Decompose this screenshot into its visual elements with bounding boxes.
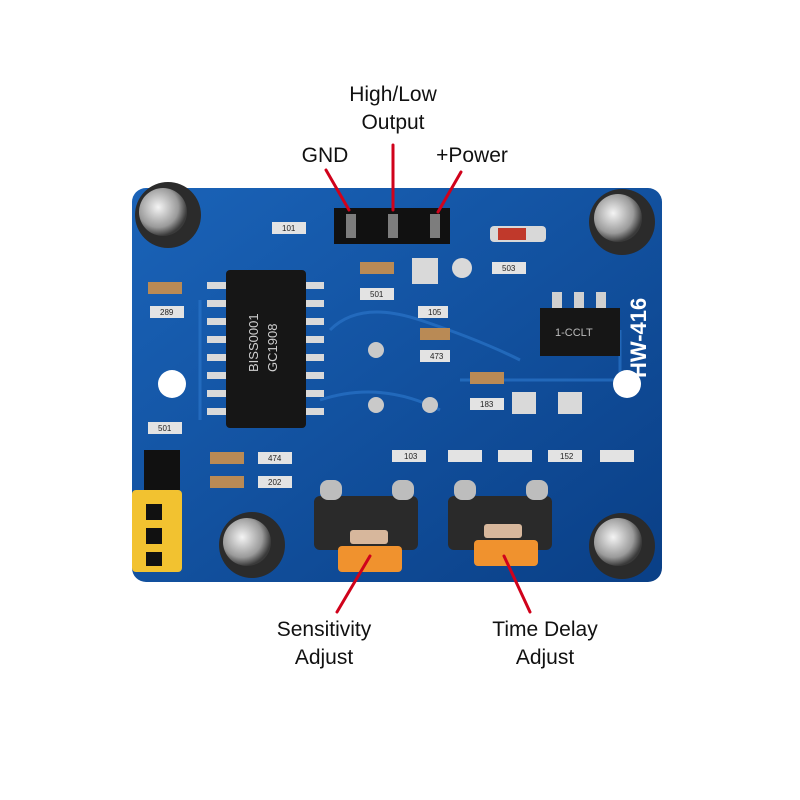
svg-text:503: 503 — [502, 264, 516, 273]
svg-text:105: 105 — [428, 308, 442, 317]
svg-text:183: 183 — [480, 400, 494, 409]
label-high-low-output-line2: Output — [361, 111, 425, 134]
svg-text:202: 202 — [268, 478, 282, 487]
regulator-marking: 1-CCLT — [555, 327, 593, 339]
label-sensitivity-adjust: Sensitivity Adjust — [254, 616, 394, 672]
arrow-time-delay — [502, 554, 532, 614]
sensor-pin — [368, 342, 384, 358]
mount-hole-right — [613, 370, 641, 398]
arrow-power — [436, 170, 463, 214]
label-time-delay-line2: Adjust — [515, 646, 575, 669]
capacitor-top-left — [135, 182, 201, 248]
callout-arrows — [324, 143, 532, 614]
svg-text:101: 101 — [282, 224, 296, 233]
svg-text:289: 289 — [160, 308, 174, 317]
board-model-label: HW-416 — [626, 298, 651, 378]
svg-text:501: 501 — [158, 424, 172, 433]
arrow-sensitivity — [335, 554, 372, 614]
voltage-regulator — [540, 292, 620, 356]
sensor-pin — [368, 397, 384, 413]
svg-text:474: 474 — [268, 454, 282, 463]
ic-chip — [207, 270, 324, 428]
capacitor-bottom-left — [219, 512, 285, 578]
svg-text:473: 473 — [430, 352, 444, 361]
label-sensitivity-line1: Sensitivity — [276, 618, 372, 641]
label-power: +Power — [436, 144, 508, 167]
label-high-low-output-line1: High/Low — [349, 83, 437, 106]
svg-text:501: 501 — [370, 290, 384, 299]
svg-text:152: 152 — [560, 452, 574, 461]
arrow-gnd — [324, 168, 351, 212]
chip-marking-line1: BISS0001 — [246, 313, 261, 372]
label-gnd: GND — [301, 144, 349, 167]
svg-text:103: 103 — [404, 452, 418, 461]
sensitivity-trimmer — [314, 480, 418, 572]
smd-components: 101 105 473 103 183 152 474 202 501 503 … — [148, 222, 634, 488]
label-time-delay-adjust: Time Delay Adjust — [470, 616, 620, 672]
time-delay-trimmer — [448, 480, 552, 566]
label-high-low-output: High/Low Output — [329, 81, 457, 137]
label-time-delay-line1: Time Delay — [492, 618, 598, 641]
mode-jumper — [132, 450, 182, 572]
label-sensitivity-line2: Adjust — [294, 646, 354, 669]
header-pins — [334, 208, 450, 244]
chip-marking-line2: GC1908 — [265, 324, 280, 372]
capacitor-bottom-right — [589, 513, 655, 579]
capacitor-top-right — [589, 189, 655, 255]
sensor-pin — [422, 397, 438, 413]
mount-hole-left — [158, 370, 186, 398]
